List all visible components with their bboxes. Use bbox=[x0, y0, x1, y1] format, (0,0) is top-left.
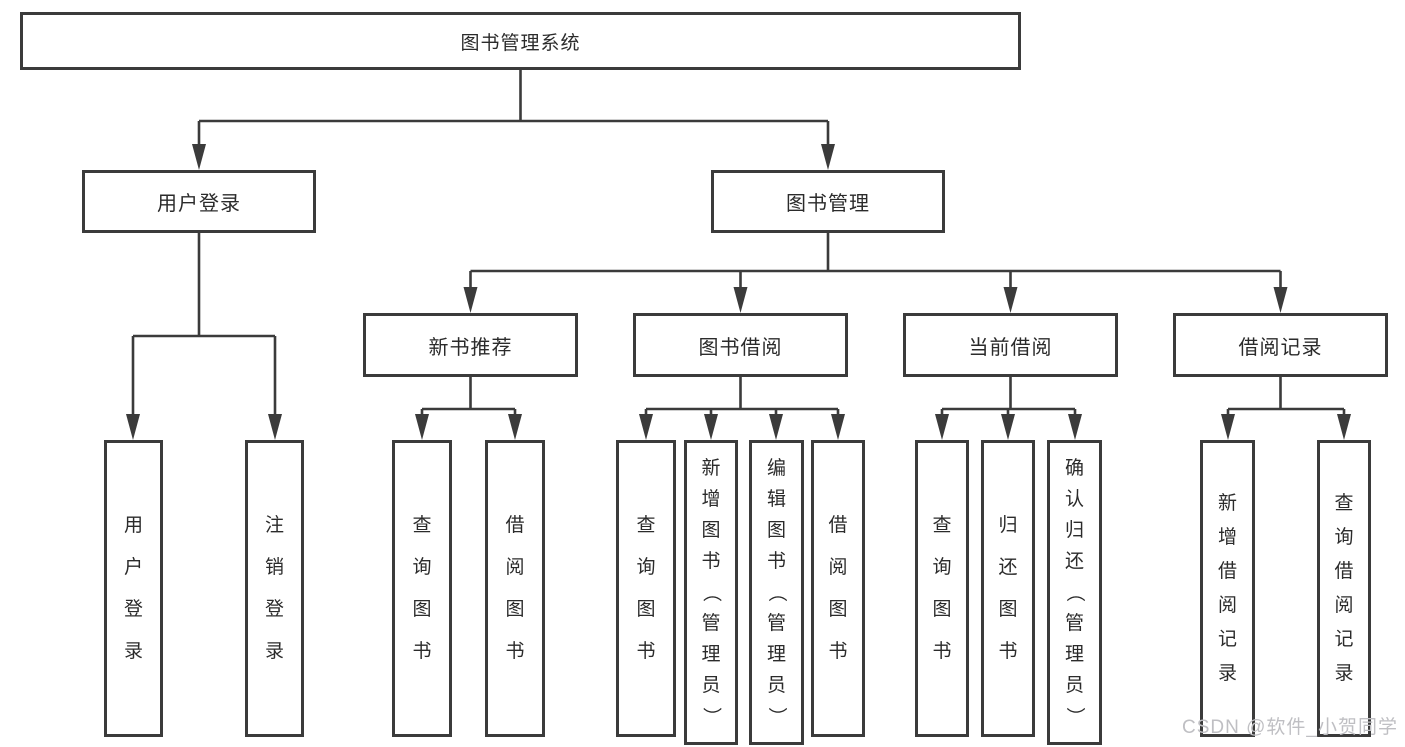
node-borrow-records: 借阅记录 bbox=[1173, 313, 1388, 377]
node-library-system: 图书管理系统 bbox=[20, 12, 1021, 70]
node-new-book-recommend: 新书推荐 bbox=[363, 313, 578, 377]
node-book-borrowing: 图书借阅 bbox=[633, 313, 848, 377]
leaf-query-borrow-record: 查询借阅记录 bbox=[1317, 440, 1371, 737]
leaf-logout-login: 注销登录 bbox=[245, 440, 304, 737]
leaf-return-book: 归还图书 bbox=[981, 440, 1035, 737]
leaf-add-book-admin: 新增图书（管理员） bbox=[684, 440, 738, 745]
watermark: CSDN @软件_小贺同学 bbox=[1182, 717, 1398, 738]
leaf-confirm-return-admin: 确认归还（管理员） bbox=[1047, 440, 1102, 745]
node-user-login: 用户登录 bbox=[82, 170, 316, 233]
leaf-query-book-borrowing: 查询图书 bbox=[616, 440, 676, 737]
leaf-query-book-recommend: 查询图书 bbox=[392, 440, 452, 737]
leaf-edit-book-admin: 编辑图书（管理员） bbox=[749, 440, 804, 745]
leaf-add-borrow-record: 新增借阅记录 bbox=[1200, 440, 1255, 737]
leaf-user-login: 用户登录 bbox=[104, 440, 163, 737]
node-current-borrowing: 当前借阅 bbox=[903, 313, 1118, 377]
node-book-management: 图书管理 bbox=[711, 170, 945, 233]
leaf-borrow-book-recommend: 借阅图书 bbox=[485, 440, 545, 737]
leaf-borrow-book-borrowing: 借阅图书 bbox=[811, 440, 865, 737]
leaf-query-book-current: 查询图书 bbox=[915, 440, 969, 737]
